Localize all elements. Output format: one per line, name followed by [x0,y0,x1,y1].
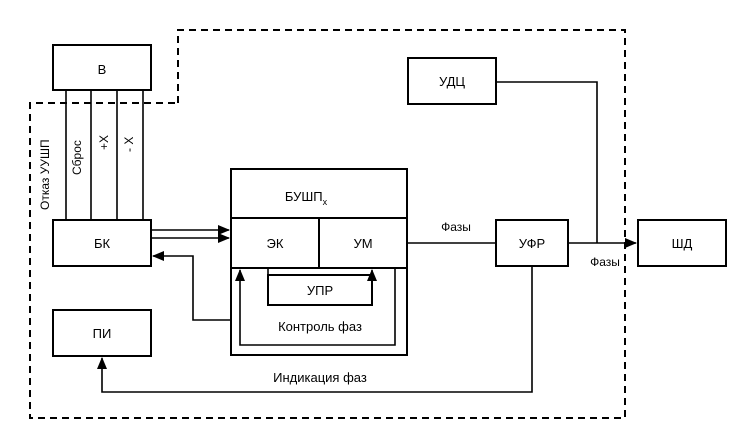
block-pi: ПИ [52,309,152,357]
block-udc: УДЦ [407,57,497,105]
block-v: В [52,44,152,91]
minus-x-label: - Х [122,137,136,152]
plus-x-label: +Х [97,135,111,150]
phases-top-label: Фазы [441,220,471,234]
block-ufr-label: УФР [519,236,545,251]
block-bushp-label: БУШПх [285,189,328,207]
dashed-boundary [29,29,626,419]
block-ek-label: ЭК [267,236,284,251]
block-upr-label: УПР [307,283,333,298]
feedback-to-bk-arrow [152,251,231,321]
reset-label: Сброс [70,140,84,175]
block-pi-label: ПИ [93,326,112,341]
udc-line [496,81,598,243]
block-bk: БК [52,219,152,267]
phase-indication-label: Индикация фаз [273,370,367,385]
block-bushp: БУШПх ЭК УМ [230,168,408,356]
block-ufr: УФР [495,219,569,267]
failure-label: Отказ УУШП [38,139,52,210]
phase-control-label: Контроль фаз [278,319,362,334]
block-shd-label: ШД [672,236,693,251]
block-v-label: В [98,62,107,77]
block-udc-label: УДЦ [439,74,465,89]
phase-indication-arrow [97,266,533,393]
block-shd: ШД [637,219,727,267]
block-bk-label: БК [94,236,111,251]
block-um-label: УМ [353,236,372,251]
block-upr: УПР [267,274,373,306]
phase-control-loop [235,268,396,346]
phases-right-label: Фазы [590,255,620,269]
